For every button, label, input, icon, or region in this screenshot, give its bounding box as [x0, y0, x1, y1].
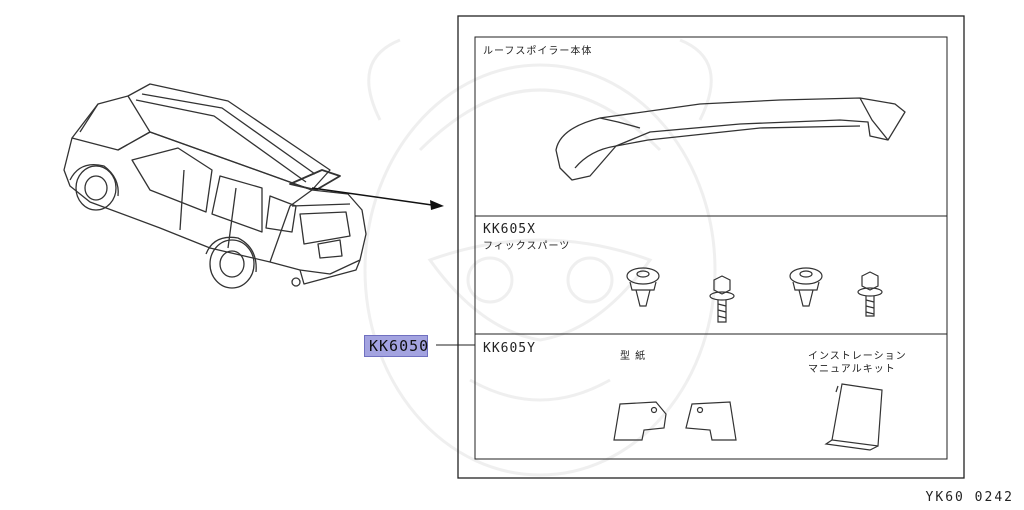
template-icon-2: [685, 401, 737, 441]
spoiler-name: ルーフスポイラー本体: [483, 46, 593, 57]
template-label: 型 紙: [620, 351, 647, 362]
vehicle-drawing: [63, 83, 367, 289]
parts-frame: [457, 15, 965, 479]
callout-highlight[interactable]: [364, 335, 428, 357]
spoiler-body-drawing: [555, 97, 906, 181]
callout-part-number[interactable]: KK6050: [369, 337, 430, 355]
manual-label-line2: マニュアルキット: [808, 364, 896, 375]
templates-number: KK605Y: [483, 341, 536, 356]
drawing-code: YK60 0242: [925, 490, 1014, 505]
bolt-icon-2: [857, 271, 883, 317]
clip-icon-2: [789, 267, 823, 307]
template-icon: [613, 401, 667, 441]
bolt-icon: [709, 275, 735, 323]
watermark-emblem: [363, 38, 717, 477]
fix-parts-number: KK605X: [483, 222, 536, 237]
manual-label-line1: インストレーション: [808, 351, 907, 362]
manual-kit-icon: [824, 383, 883, 451]
parts-inner-frame: [474, 36, 948, 460]
pointer-arrow: [311, 187, 444, 210]
fix-parts-name: フィックスパーツ: [483, 241, 571, 252]
clip-icon: [626, 267, 660, 307]
